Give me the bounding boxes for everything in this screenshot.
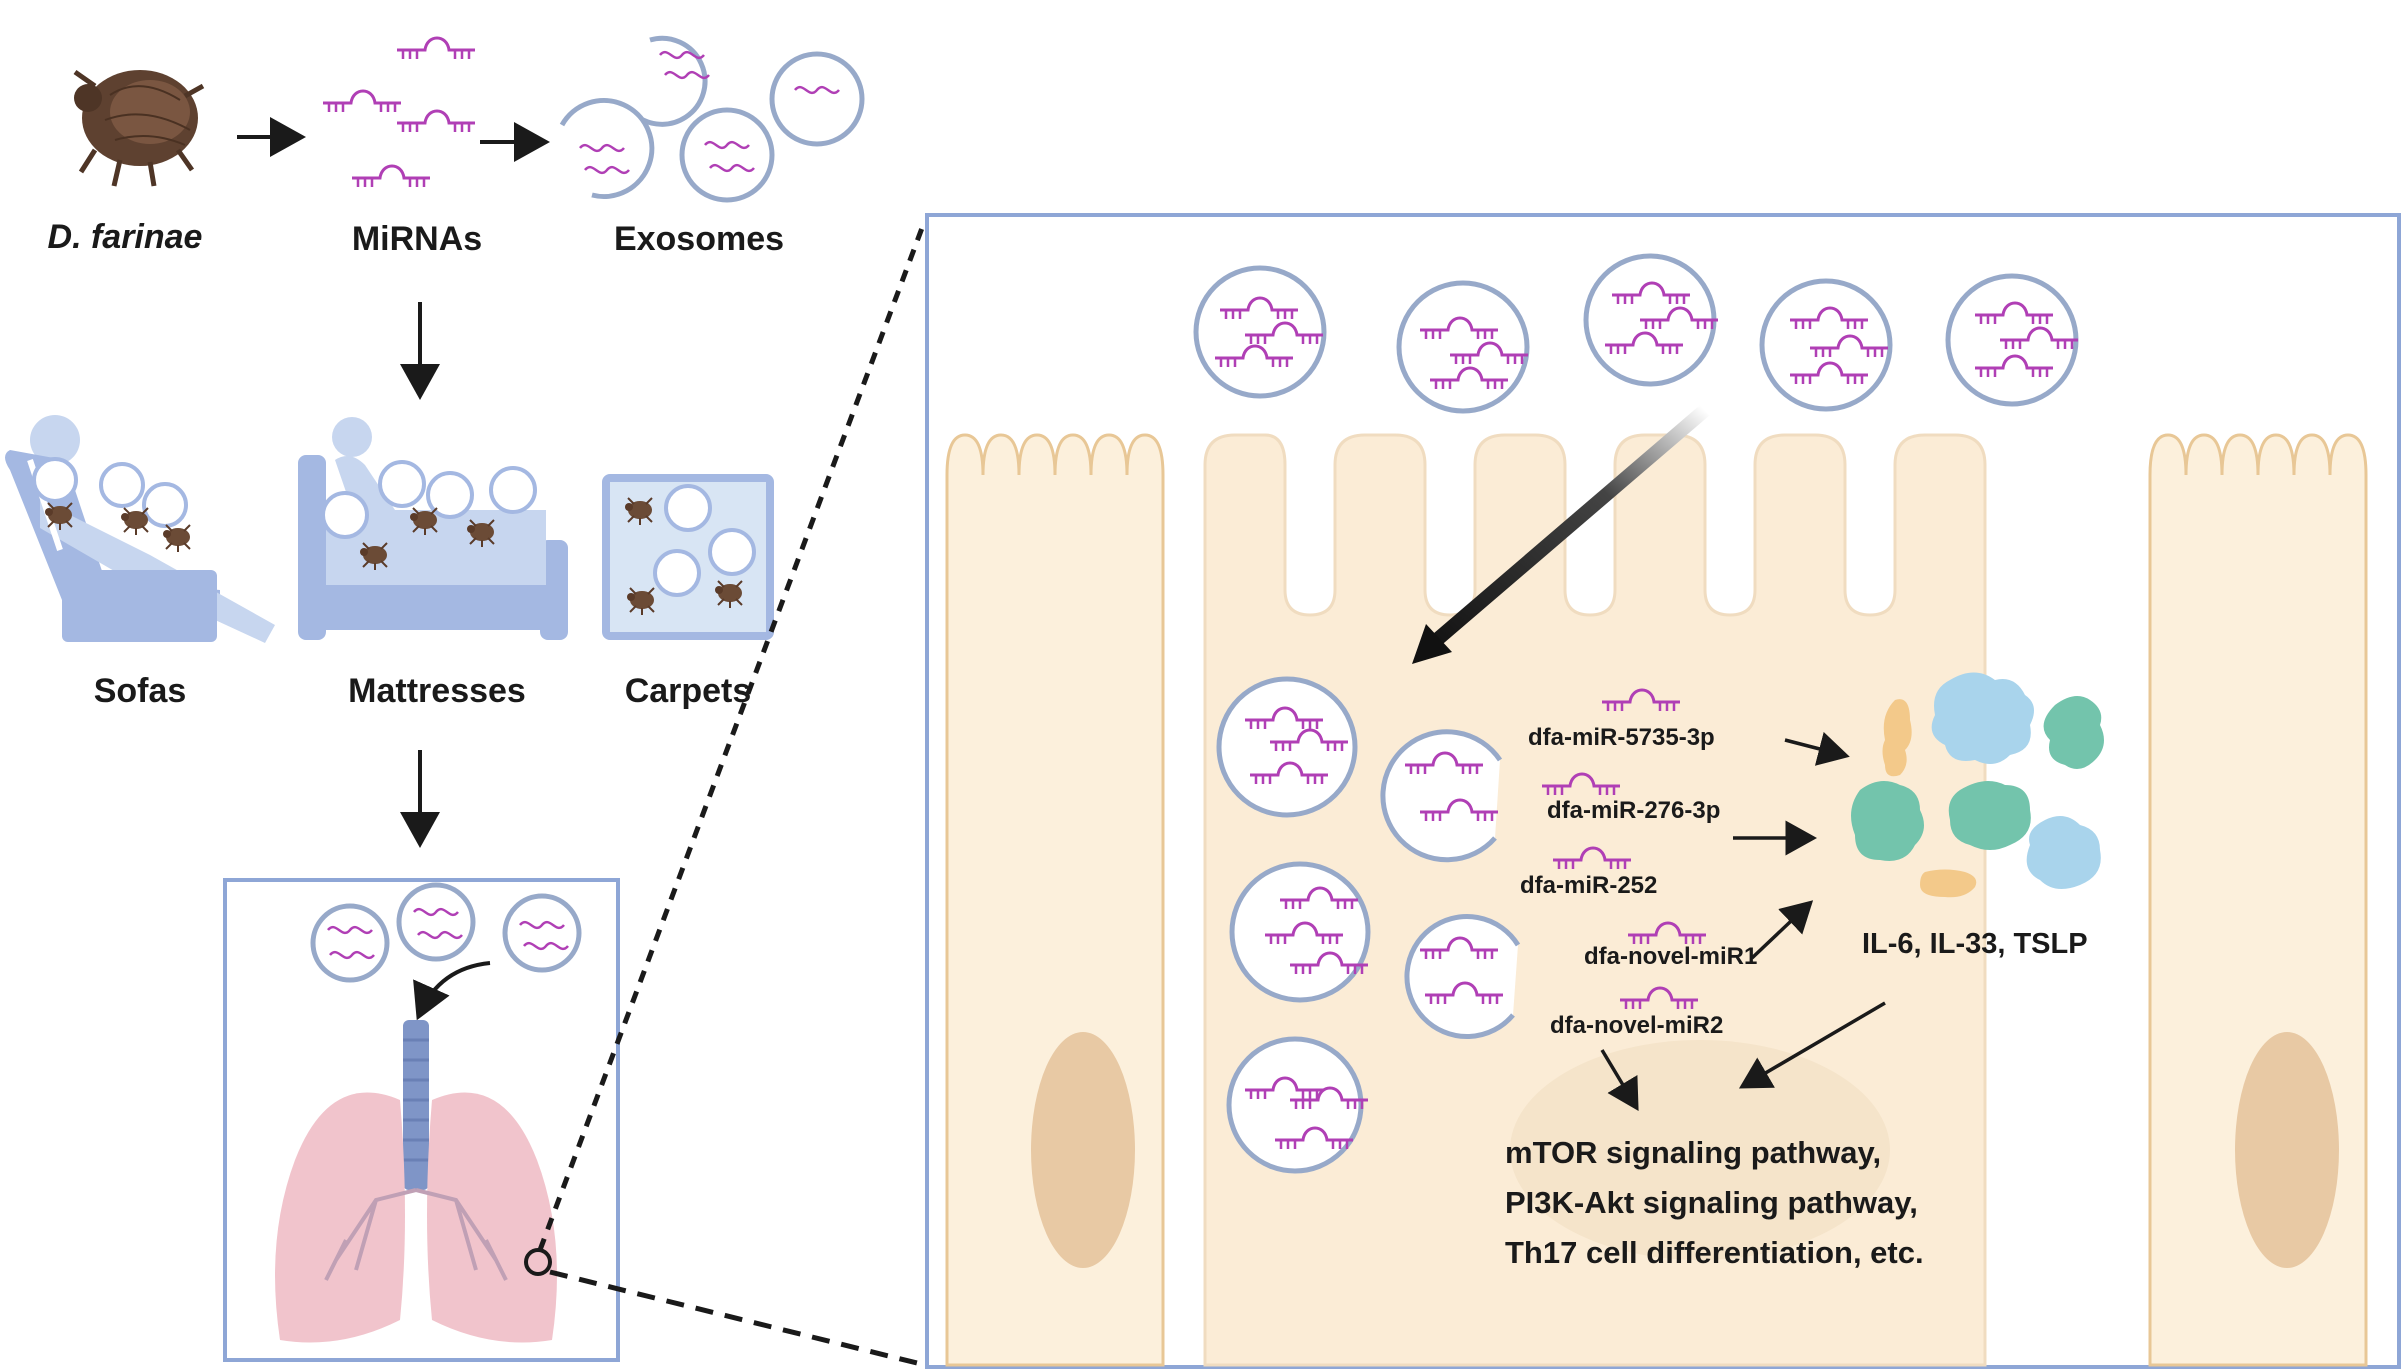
bed-icon: [298, 417, 568, 640]
protein-icon: [1851, 672, 2104, 898]
arrow-cytokines-to-pathways: [1738, 1001, 1886, 1089]
cytokine-label: IL-6, IL-33, TSLP: [1862, 928, 2088, 960]
mirna-label-5: dfa-novel-miR2: [1550, 1012, 1723, 1039]
mirna-icon: [321, 36, 477, 189]
label-mattresses: Mattresses: [348, 672, 526, 710]
zoom-line-bottom: [549, 1269, 926, 1368]
label-mirnas: MiRNAs: [352, 220, 482, 258]
sofa-icon: [5, 415, 275, 643]
dust-mite-icon: [73, 69, 205, 187]
arrow-inhale: [413, 961, 491, 1021]
zoom-line-top: [537, 219, 928, 1251]
inhaled-exosomes: [310, 882, 582, 983]
mirna-label-3: dfa-miR-252: [1520, 872, 1657, 899]
exosome-icon: [559, 35, 865, 203]
neighbor-cell-right: [2148, 433, 2368, 1367]
carpet-icon: [602, 474, 774, 640]
label-exosomes: Exosomes: [614, 220, 784, 258]
neighbor-cell-left: [945, 433, 1165, 1367]
label-sofas: Sofas: [94, 672, 187, 710]
pathway-line-2: PI3K-Akt signaling pathway,: [1505, 1185, 1918, 1220]
arrow-mirna4-to-proteins: [1750, 900, 1814, 960]
mirna-label-4: dfa-novel-miR1: [1584, 943, 1757, 970]
arrow-mirna1-to-proteins: [1784, 731, 1850, 766]
epithelial-cell-center: [1203, 433, 1987, 1367]
pathway-line-3: Th17 cell differentiation, etc.: [1505, 1235, 1924, 1270]
mirna-label-2: dfa-miR-276-3p: [1547, 797, 1720, 824]
lung-icon: [275, 1020, 557, 1343]
uptake-arrow: [1412, 404, 1710, 664]
label-source: D. farinae: [48, 218, 203, 256]
arrow-mirna5-to-pathways: [1600, 1049, 1639, 1112]
mirna-label-1: dfa-miR-5735-3p: [1528, 724, 1715, 751]
label-carpets: Carpets: [625, 672, 752, 710]
pathway-line-1: mTOR signaling pathway,: [1505, 1135, 1881, 1170]
